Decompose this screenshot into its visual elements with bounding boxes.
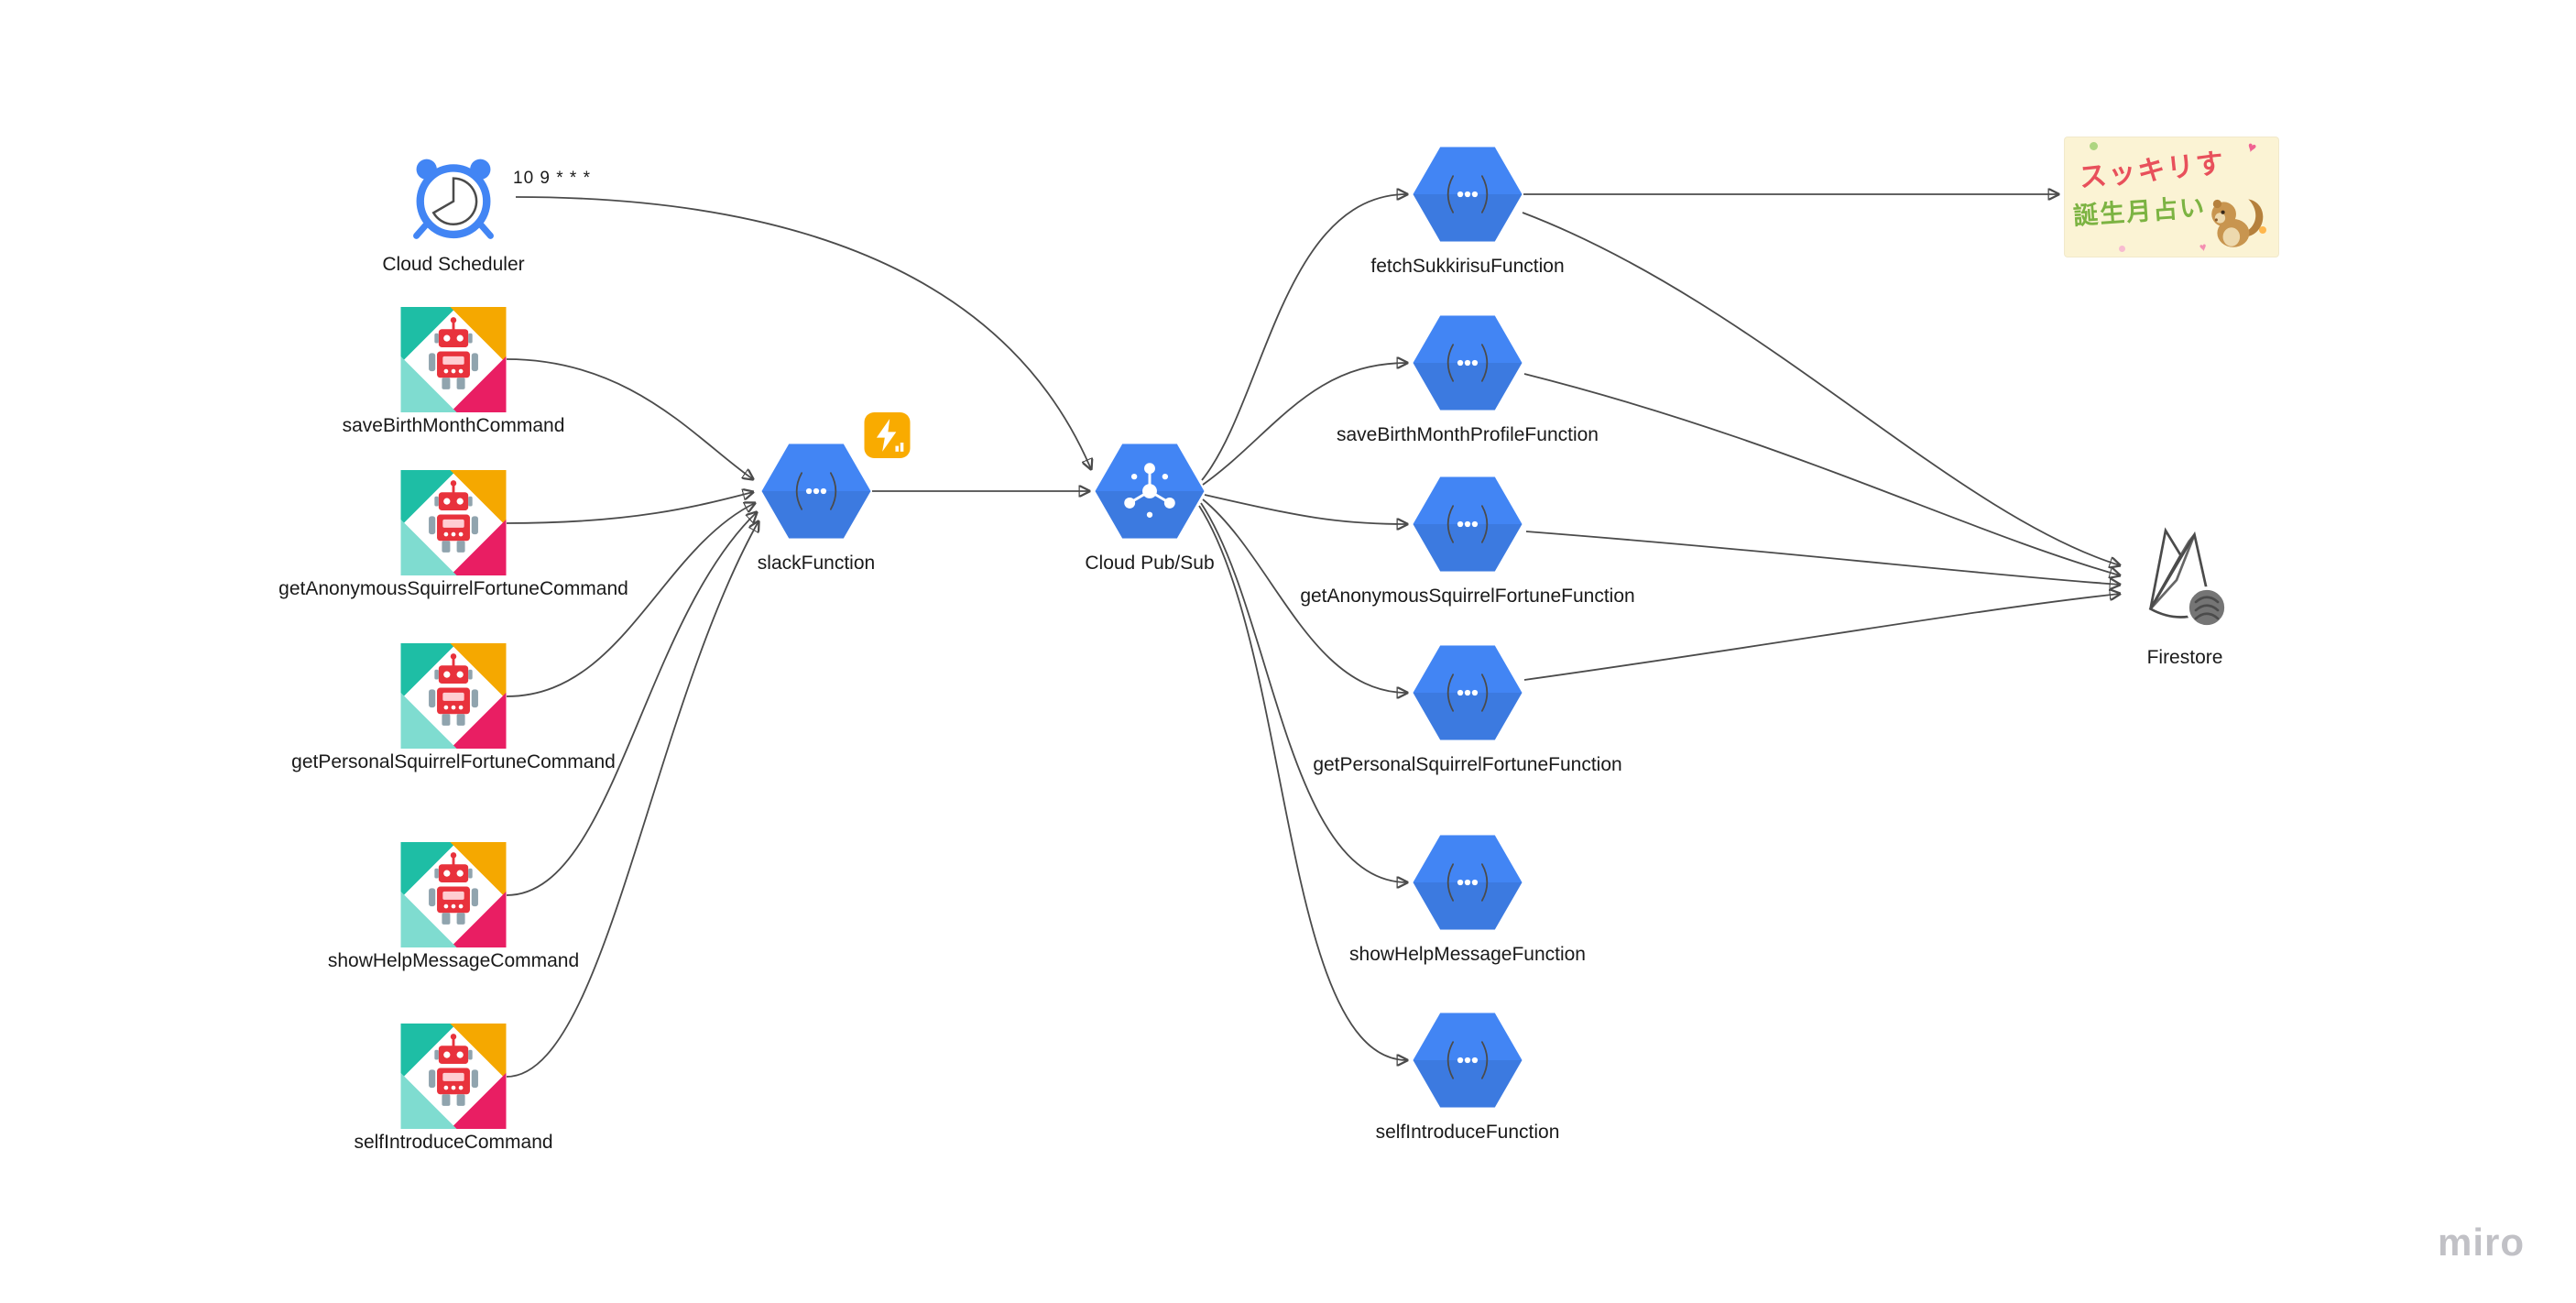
alarm-clock-icon — [405, 154, 502, 241]
function-label: selfIntroduceFunction — [1375, 1122, 1560, 1143]
lightning-bolt-badge-icon — [865, 412, 911, 458]
edge-pubsub-to-showhelpfunction[interactable] — [1200, 502, 1407, 882]
node-save-birth-month-profile-function[interactable]: saveBirthMonthProfileFunction — [1337, 315, 1599, 445]
dot-decoration — [2259, 226, 2266, 234]
edge-fetchsukkirisu-to-firestore[interactable] — [1522, 212, 2120, 565]
cloud-pubsub-label: Cloud Pub/Sub — [1085, 553, 1215, 574]
cloud-functions-icon — [1414, 147, 1523, 242]
node-slack-function[interactable]: slackFunction — [758, 443, 871, 574]
function-label: fetchSukkirisuFunction — [1370, 256, 1565, 277]
edge-getpersonalcommand-to-slackfunction[interactable] — [506, 503, 755, 697]
node-fetch-sukkirisu-function[interactable]: fetchSukkirisuFunction — [1370, 147, 1565, 277]
cloud-functions-icon — [1414, 835, 1523, 930]
miro-logo-watermark: miro — [2437, 1221, 2525, 1264]
node-self-introduce-command[interactable]: selfIntroduceCommand — [354, 1024, 553, 1153]
function-label: saveBirthMonthProfileFunction — [1337, 424, 1599, 445]
command-label: selfIntroduceCommand — [354, 1132, 553, 1153]
edge-savebirthmonthprofile-to-firestore[interactable] — [1523, 373, 2120, 575]
schedule-annotation[interactable]: 10 9 * * * — [513, 169, 591, 188]
edge-selfintroducecommand-to-slackfunction[interactable] — [506, 521, 759, 1078]
edge-pubsub-to-getpersonalfunction[interactable] — [1202, 498, 1407, 693]
node-save-birth-month-command[interactable]: saveBirthMonthCommand — [343, 307, 564, 436]
firestore-label: Firestore — [2146, 647, 2223, 668]
edge-getanonymouscommand-to-slackfunction[interactable] — [506, 492, 753, 524]
cloud-scheduler-label: Cloud Scheduler — [382, 254, 525, 275]
cloud-functions-icon — [1414, 476, 1523, 572]
node-get-anonymous-squirrel-fortune-command[interactable]: getAnonymousSquirrelFortuneCommand — [278, 470, 628, 599]
firebase-firestore-icon — [2135, 522, 2234, 638]
edge-getpersonalfunction-to-firestore[interactable] — [1523, 594, 2120, 681]
node-cloud-pubsub[interactable]: Cloud Pub/Sub — [1085, 443, 1215, 574]
function-label: getAnonymousSquirrelFortuneFunction — [1300, 586, 1635, 607]
command-label: showHelpMessageCommand — [327, 950, 580, 971]
slack-function-label: slackFunction — [757, 553, 876, 574]
node-self-introduce-function[interactable]: selfIntroduceFunction — [1376, 1013, 1559, 1143]
command-label: getPersonalSquirrelFortuneCommand — [291, 751, 616, 772]
slack-robot-icon — [401, 842, 507, 947]
cloud-functions-icon — [1414, 645, 1523, 740]
node-show-help-message-function[interactable]: showHelpMessageFunction — [1349, 835, 1586, 965]
command-label: saveBirthMonthCommand — [342, 415, 565, 436]
edge-pubsub-to-savebirthmonthprofile[interactable] — [1202, 363, 1407, 486]
slack-robot-icon — [401, 307, 507, 412]
node-firestore[interactable]: Firestore — [2135, 522, 2234, 668]
cloud-pubsub-icon — [1096, 443, 1205, 539]
slack-robot-icon — [401, 470, 507, 575]
heart-decoration: ♥ — [2244, 138, 2258, 158]
edge-pubsub-to-selfintroducefunction[interactable] — [1198, 505, 1407, 1060]
slack-robot-icon — [401, 643, 507, 749]
sukkirisu-picture-card[interactable]: スッキリす 誕生月占い ♥ ♥ — [2064, 137, 2279, 257]
dot-decoration — [2119, 246, 2125, 252]
edge-pubsub-to-getanonymousfunction[interactable] — [1204, 494, 1407, 524]
node-get-personal-squirrel-fortune-function[interactable]: getPersonalSquirrelFortuneFunction — [1313, 645, 1622, 775]
squirrel-illustration — [2211, 199, 2264, 247]
node-cloud-scheduler[interactable]: Cloud Scheduler — [382, 154, 525, 275]
cloud-functions-icon — [1414, 315, 1523, 411]
node-get-anonymous-squirrel-fortune-function[interactable]: getAnonymousSquirrelFortuneFunction — [1300, 476, 1635, 607]
function-label: showHelpMessageFunction — [1349, 944, 1586, 965]
edge-scheduler-to-pubsub[interactable] — [515, 196, 1091, 469]
edge-getanonymousfunction-to-firestore[interactable] — [1525, 531, 2120, 585]
function-label: getPersonalSquirrelFortuneFunction — [1313, 754, 1622, 775]
dot-decoration — [2090, 142, 2098, 150]
slack-robot-icon — [401, 1024, 507, 1129]
node-show-help-message-command[interactable]: showHelpMessageCommand — [328, 842, 579, 971]
cloud-functions-icon — [1414, 1013, 1523, 1108]
node-get-personal-squirrel-fortune-command[interactable]: getPersonalSquirrelFortuneCommand — [291, 643, 616, 772]
cloud-functions-icon — [762, 443, 871, 539]
edge-showhelpcommand-to-slackfunction[interactable] — [506, 512, 757, 896]
command-label: getAnonymousSquirrelFortuneCommand — [278, 578, 628, 599]
edge-pubsub-to-fetchsukkirisu[interactable] — [1201, 194, 1407, 481]
edge-savebirthmonthcommand-to-slackfunction[interactable] — [506, 358, 753, 479]
